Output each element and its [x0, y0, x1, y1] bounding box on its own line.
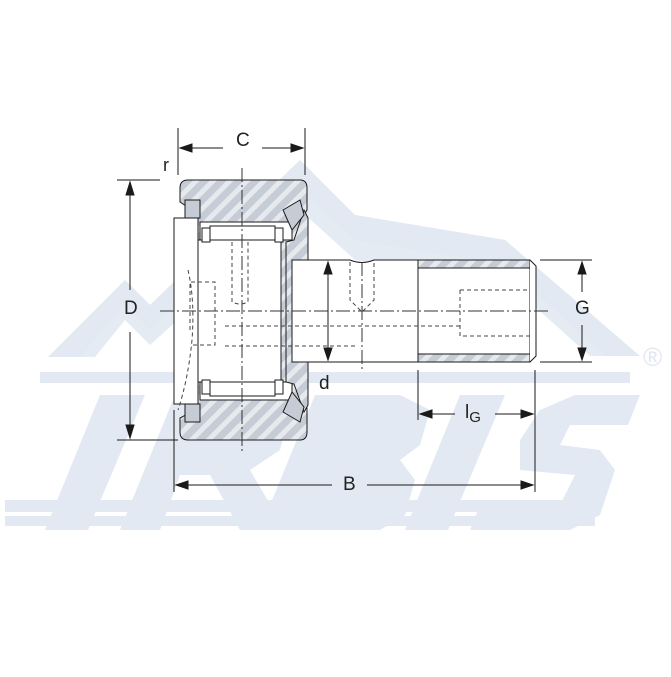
irbis-watermark	[5, 160, 640, 530]
dimension-label-g: G	[575, 298, 590, 319]
dimension-label-d-shaft: d	[319, 373, 330, 394]
registered-mark: ®	[643, 342, 663, 372]
dimension-label-b: B	[343, 474, 356, 495]
hidden-lines	[177, 242, 530, 411]
dimension-label-d-outer: D	[124, 298, 138, 319]
dimension-label-lg: lG	[465, 402, 481, 425]
center-lines	[160, 168, 548, 452]
dimension-lines	[117, 128, 592, 492]
lg-main: l	[465, 402, 470, 423]
dimension-label-c: C	[236, 130, 250, 151]
dimension-label-r: r	[163, 155, 169, 175]
lg-subscript: G	[469, 409, 481, 426]
